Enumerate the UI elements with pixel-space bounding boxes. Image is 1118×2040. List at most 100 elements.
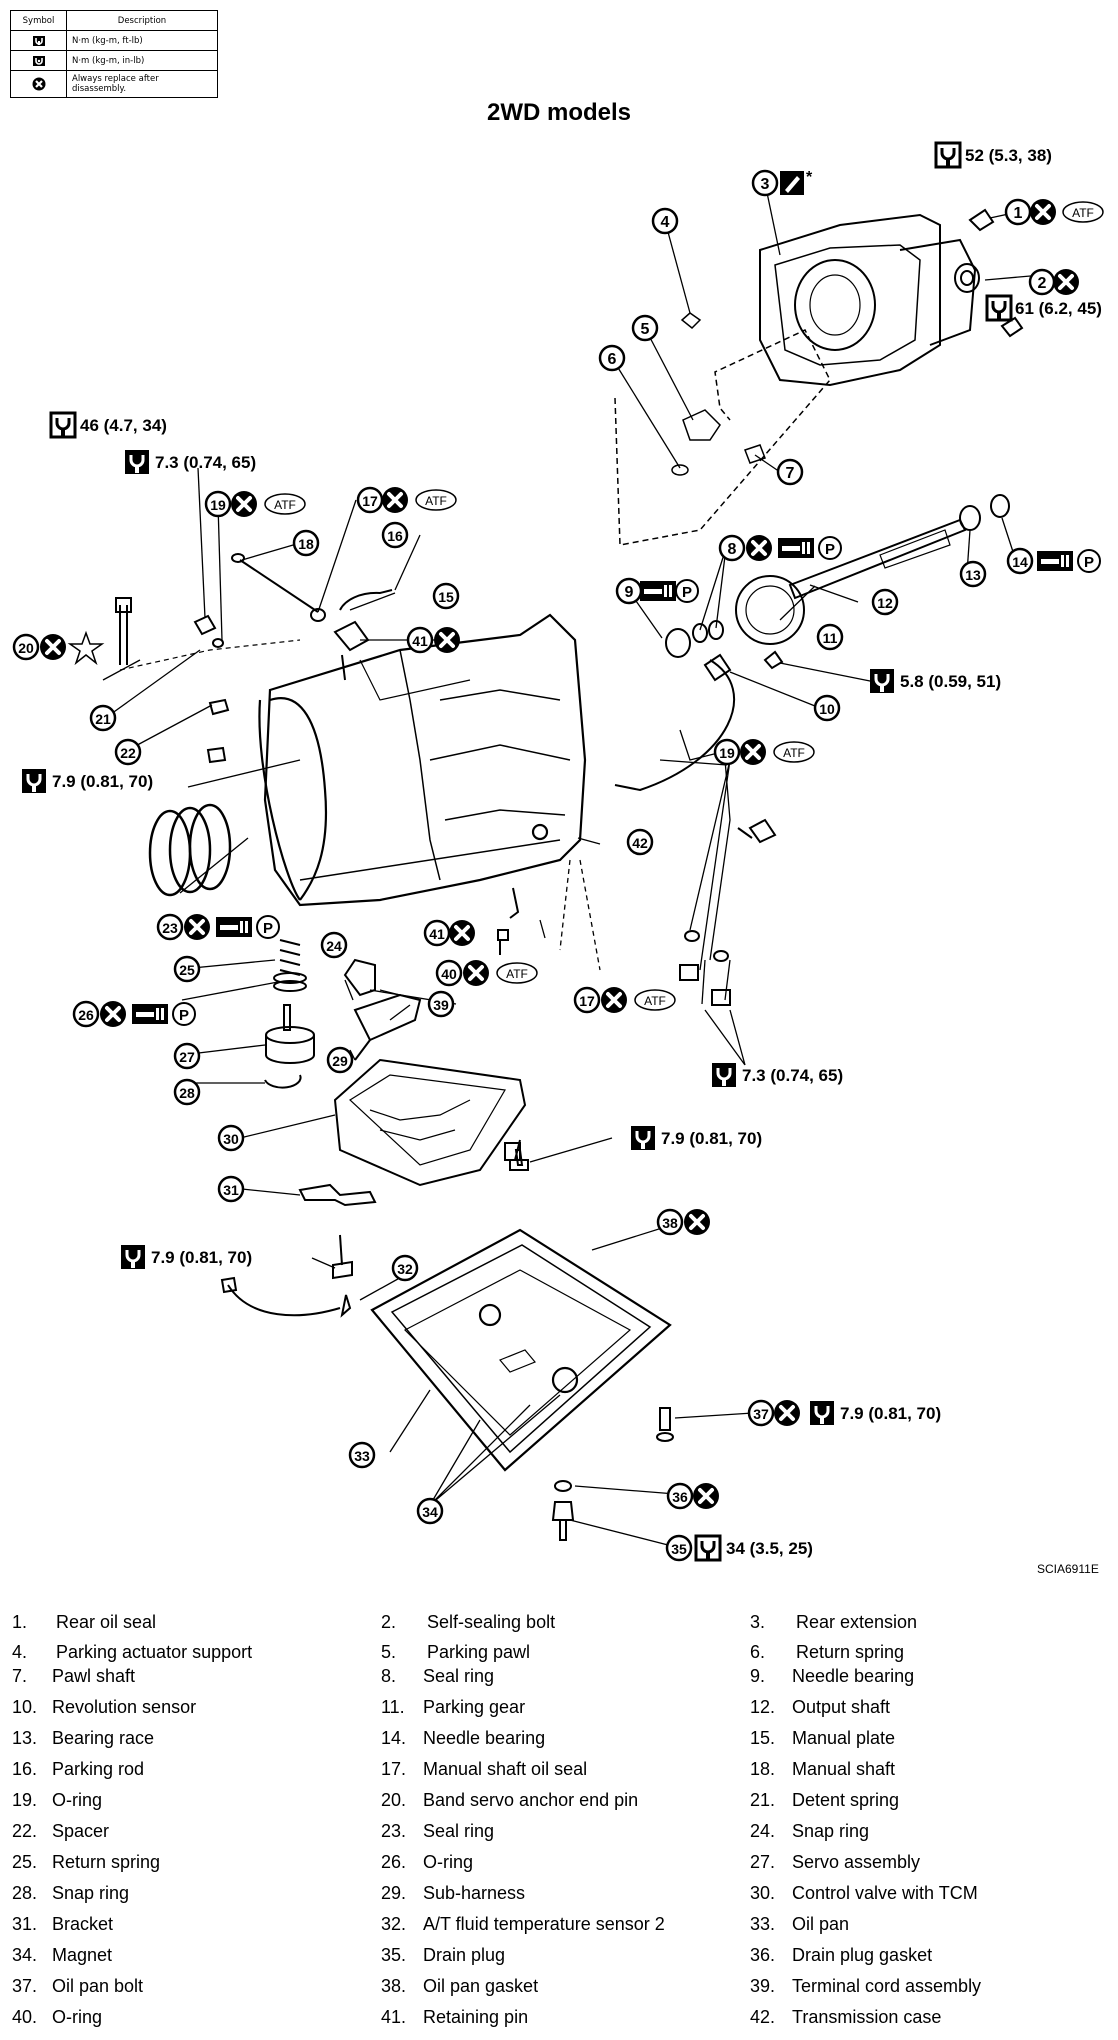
svg-text:35: 35 [671, 1541, 687, 1557]
svg-text:39: 39 [433, 997, 449, 1013]
part-number: 22. [12, 1821, 38, 1841]
part-name: Pawl shaft [52, 1666, 136, 1686]
seal-rings-drawing [148, 803, 232, 897]
list-item: 12. Output shaft [750, 1697, 1110, 1721]
list-item: 34.Magnet [12, 1945, 372, 1969]
atf-mark: ATF [773, 741, 815, 763]
symbol-legend: Symbol Description N·m (kg-m, ft-lb) N·m… [10, 10, 218, 98]
bolts-drawing [497, 818, 777, 1161]
legend-row: Always replace after disassembly. [10, 70, 218, 98]
svg-text:34: 34 [422, 1504, 438, 1520]
part-number: 28. [12, 1883, 38, 1903]
callout-32: 32 [391, 1254, 419, 1282]
svg-text:7.9 (0.81, 70): 7.9 (0.81, 70) [151, 1248, 252, 1267]
torque-spec-52: 52 (5.3, 38) [934, 141, 1052, 169]
oil-pan-drawing [370, 1228, 672, 1472]
page-title: 2WD models [486, 99, 632, 126]
part-number: 6. [750, 1642, 766, 1662]
p-mark: P [675, 579, 699, 603]
part-name: O-ring [423, 1852, 474, 1872]
part-number: 31. [12, 1914, 38, 1934]
svg-text:P: P [825, 541, 835, 558]
torque-spec-79d: 7.9 (0.81, 70) [808, 1399, 941, 1427]
part-name: Detent spring [792, 1790, 900, 1810]
grease-icon [132, 1004, 168, 1024]
replace-x-icon [682, 1207, 712, 1237]
list-item: 18.Manual shaft [750, 1759, 1110, 1783]
part-number: 36. [750, 1945, 776, 1965]
part-number: 24. [750, 1821, 776, 1841]
p-mark: P [256, 915, 280, 939]
part-name: Parking rod [52, 1759, 145, 1779]
replace-x-icon [98, 999, 128, 1029]
atf-mark: ATF [634, 989, 676, 1011]
part-number: 7. [12, 1666, 28, 1686]
svg-text:4: 4 [661, 214, 670, 231]
callout-28: 28 [173, 1078, 201, 1106]
callout-9: 9 [615, 577, 643, 605]
part-number: 40. [12, 2007, 38, 2027]
part-number: 23. [381, 1821, 407, 1841]
part-number: 15. [750, 1728, 776, 1748]
svg-text:5: 5 [641, 321, 650, 338]
svg-text:10: 10 [819, 701, 835, 717]
callout-10: 10 [813, 694, 841, 722]
list-item: 30.Control valve with TCM [750, 1883, 1110, 1907]
callout-3: 3 [751, 169, 779, 197]
replace-x-icon [182, 912, 212, 942]
replace-x-icon [229, 489, 259, 519]
svg-text:41: 41 [429, 926, 445, 942]
svg-text:17: 17 [579, 993, 595, 1009]
part-name: Needle bearing [792, 1666, 915, 1686]
part-name: Oil pan gasket [423, 1976, 539, 1996]
svg-text:P: P [1084, 554, 1094, 571]
legend-desc: N·m (kg-m, in-lb) [66, 50, 218, 71]
part-number: 8. [381, 1666, 397, 1686]
part-name: Drain plug [423, 1945, 506, 1965]
list-item: 26. O-ring [381, 1852, 741, 1876]
part-number: 16. [12, 1759, 38, 1779]
callout-18: 18 [292, 529, 320, 557]
callout-6: 6 [598, 344, 626, 372]
part-name: Parking actuator support [56, 1642, 253, 1662]
list-item: 27.Servo assembly [750, 1852, 1110, 1876]
callout-14: 14 [1006, 547, 1034, 575]
callout-8: 8 [718, 534, 746, 562]
svg-text:30: 30 [223, 1131, 239, 1147]
drain-plug-drawing [551, 1407, 674, 1541]
part-name: Output shaft [792, 1697, 891, 1717]
list-item: 19.O-ring [12, 1790, 372, 1814]
part-number: 5. [381, 1642, 397, 1662]
bracket-sensor-drawing [220, 1183, 377, 1318]
svg-text:31: 31 [223, 1182, 239, 1198]
torque-spec-34: 34 (3.5, 25) [694, 1534, 813, 1562]
svg-text:ATF: ATF [783, 746, 805, 760]
leader-lines [102, 182, 1043, 1546]
callout-20: 20 [12, 633, 40, 661]
callout-5: 5 [631, 314, 659, 342]
part-name: Return spring [52, 1852, 161, 1872]
svg-text:3: 3 [761, 176, 770, 193]
callout-25: 25 [173, 955, 201, 983]
part-number: 12. [750, 1697, 776, 1717]
part-number: 11. [381, 1697, 405, 1717]
figure-code: SCIA6911E [1037, 1562, 1099, 1576]
grease-icon [1037, 551, 1073, 571]
control-valve-drawing [333, 1058, 529, 1187]
part-number: 26. [381, 1852, 407, 1872]
p-mark: P [818, 536, 842, 560]
svg-text:7.3 (0.74, 65): 7.3 (0.74, 65) [155, 453, 256, 472]
svg-text:ATF: ATF [644, 994, 666, 1008]
list-item: 2.Self-sealing bolt [381, 1612, 741, 1636]
part-name: Servo assembly [792, 1852, 921, 1872]
svg-text:52 (5.3, 38): 52 (5.3, 38) [965, 146, 1052, 165]
part-name: Control valve with TCM [792, 1883, 978, 1903]
atf-mark: ATF [1062, 201, 1104, 223]
torque-spec-61: 61 (6.2, 45) [985, 294, 1102, 322]
svg-text:41: 41 [412, 633, 428, 649]
svg-text:15: 15 [438, 589, 454, 605]
part-number: 32. [381, 1914, 407, 1934]
part-number: 9. [750, 1666, 766, 1686]
svg-text:1: 1 [1014, 205, 1023, 222]
callout-34: 34 [416, 1497, 444, 1525]
